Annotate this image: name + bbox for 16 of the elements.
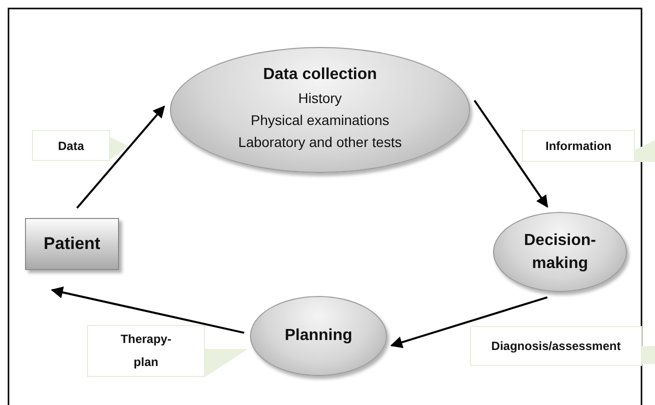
arrow [390,296,548,348]
arrow [474,100,548,208]
callout-label: Information [522,130,635,162]
node-text: Laboratory and other tests [238,132,402,152]
node-title: Data collection [263,66,377,84]
arrow [76,105,165,209]
arrow [50,286,244,334]
node-text: History [298,89,342,108]
callout-label: Data [32,130,110,161]
node-title: Patient [44,234,100,254]
node-title: Planning [284,327,352,345]
process-box [25,218,119,270]
node-title: Decision-making [522,230,597,274]
node-text: Physical examinations [250,111,390,130]
callout-label: Therapy-plan [87,325,205,377]
callout-label: Diagnosis/assessment [470,326,642,366]
